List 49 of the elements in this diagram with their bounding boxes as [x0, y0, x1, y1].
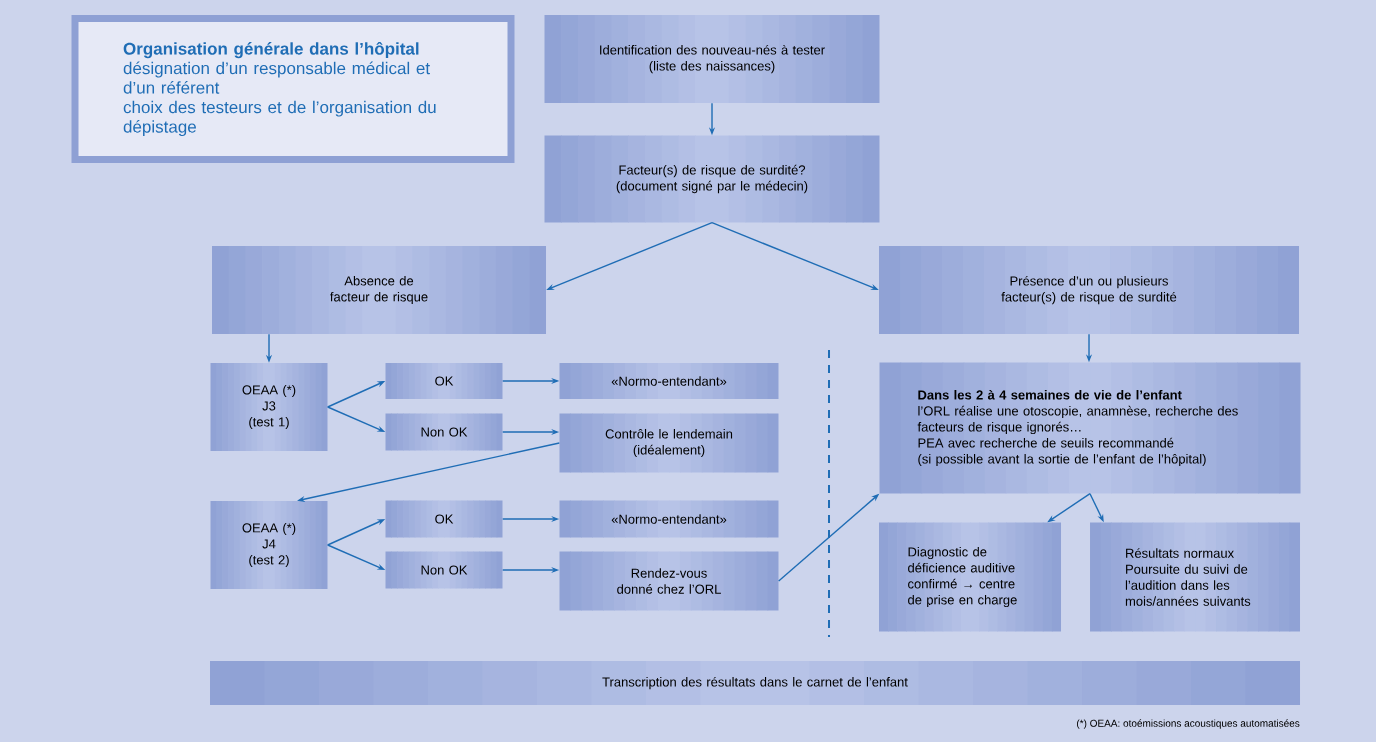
node-label: OK: [435, 376, 454, 386]
node-label: (test 1): [249, 416, 289, 430]
process-box: OK: [385, 363, 503, 399]
process-box: Non OK: [385, 551, 503, 589]
process-box: Absence de facteur de risque: [212, 246, 546, 334]
node-label: «Normo-entendant»: [611, 376, 727, 386]
node-label: Contrôle le lendemain: [605, 428, 733, 439]
node-label: Diagnostic de déficience auditive confirmé → centre de prise en charge: [908, 546, 1017, 608]
process-box: «Normo-entendant»: [559, 363, 779, 399]
process-box: Contrôle le lendemain (idéalement): [559, 413, 779, 473]
node-label: Résultats normaux: [1126, 548, 1234, 558]
process-box: Résultats normaux Poursuite du suivi de l’audition dans les mois/années suivants: [1090, 522, 1300, 632]
node-label: (idéalement): [633, 444, 705, 458]
node-label: Non OK: [421, 565, 468, 575]
node-label: Non OK: [421, 427, 468, 437]
process-box: OEAA (*) J4 (test 2): [210, 501, 328, 589]
node-label: J3: [262, 401, 276, 411]
node-label: Identification des nouveau-nés à tester: [600, 44, 825, 55]
node-label: OK: [435, 514, 454, 524]
process-box: Non OK: [385, 413, 503, 451]
process-box: Présence d’un ou plusieurs facteur(s) de risque de surdité: [879, 246, 1299, 334]
node-label: (test 2): [249, 554, 289, 568]
node-label: Absence de facteur de risque: [330, 275, 428, 305]
process-box: OEAA (*) J3 (test 1): [210, 363, 328, 451]
process-box: «Normo-entendant»: [559, 500, 779, 538]
node-label: (liste des naissances): [649, 61, 775, 74]
node-label: Facteur(s) de risque de surdité?: [619, 164, 806, 178]
process-box: Facteur(s) de risque de surdité? (document signé par le médecin): [544, 135, 880, 223]
node-label: Transcription des résultats dans le carnet de l’enfant: [602, 676, 908, 690]
node-label: PEA avec recherche de seuils recommandé: [918, 437, 1174, 448]
node-label: Dans les 2 à 4 semaines de vie de l’enfant: [918, 389, 1182, 400]
node-label: J4: [262, 539, 276, 549]
node-label: OEAA (*): [242, 522, 296, 536]
process-box: Transcription des résultats dans le carnet de l’enfant: [210, 661, 1300, 705]
node-label: (document signé par le médecin): [616, 180, 808, 194]
info-panel: Organisation générale dans l’hôpital désignation d’un responsable médical et d’un référent choix des testeurs et de l’organisation du dépistage: [71, 15, 515, 163]
node-label: Poursuite du suivi de l’audition dans les mois/années suivants: [1125, 564, 1251, 606]
process-box: Diagnostic de déficience auditive confirmé → centre de prise en charge: [879, 522, 1061, 632]
process-box: Rendez-vous donné chez l’ORL: [559, 551, 779, 611]
node-label: Rendez-vous donné chez l’ORL: [617, 568, 721, 594]
process-box: Identification des nouveau-nés à tester (liste des naissances): [544, 15, 880, 103]
node-label: «Normo-entendant»: [611, 514, 727, 524]
node-label: l’ORL réalise une otoscopie, anamnèse, recherche des facteurs de risque ignorés…: [917, 405, 1238, 435]
node-label: (si possible avant la sortie de l’enfant de l’hôpital): [918, 453, 1206, 467]
footnote: (*) OEAA: otoémissions acoustiques automatisées: [1077, 719, 1300, 729]
process-box: OK: [385, 500, 503, 538]
node-label: Présence d’un ou plusieurs facteur(s) de risque de surdité: [1001, 275, 1177, 305]
node-label: OEAA (*): [242, 384, 296, 398]
process-box: Dans les 2 à 4 semaines de vie de l’enfant l’ORL réalise une otoscopie, anamnèse, recherche des facteurs de risque ignorés… PEA avec recherche de seuils recommandé (si possible avant la sortie de l’enfant de l’hôpital): [879, 362, 1301, 494]
